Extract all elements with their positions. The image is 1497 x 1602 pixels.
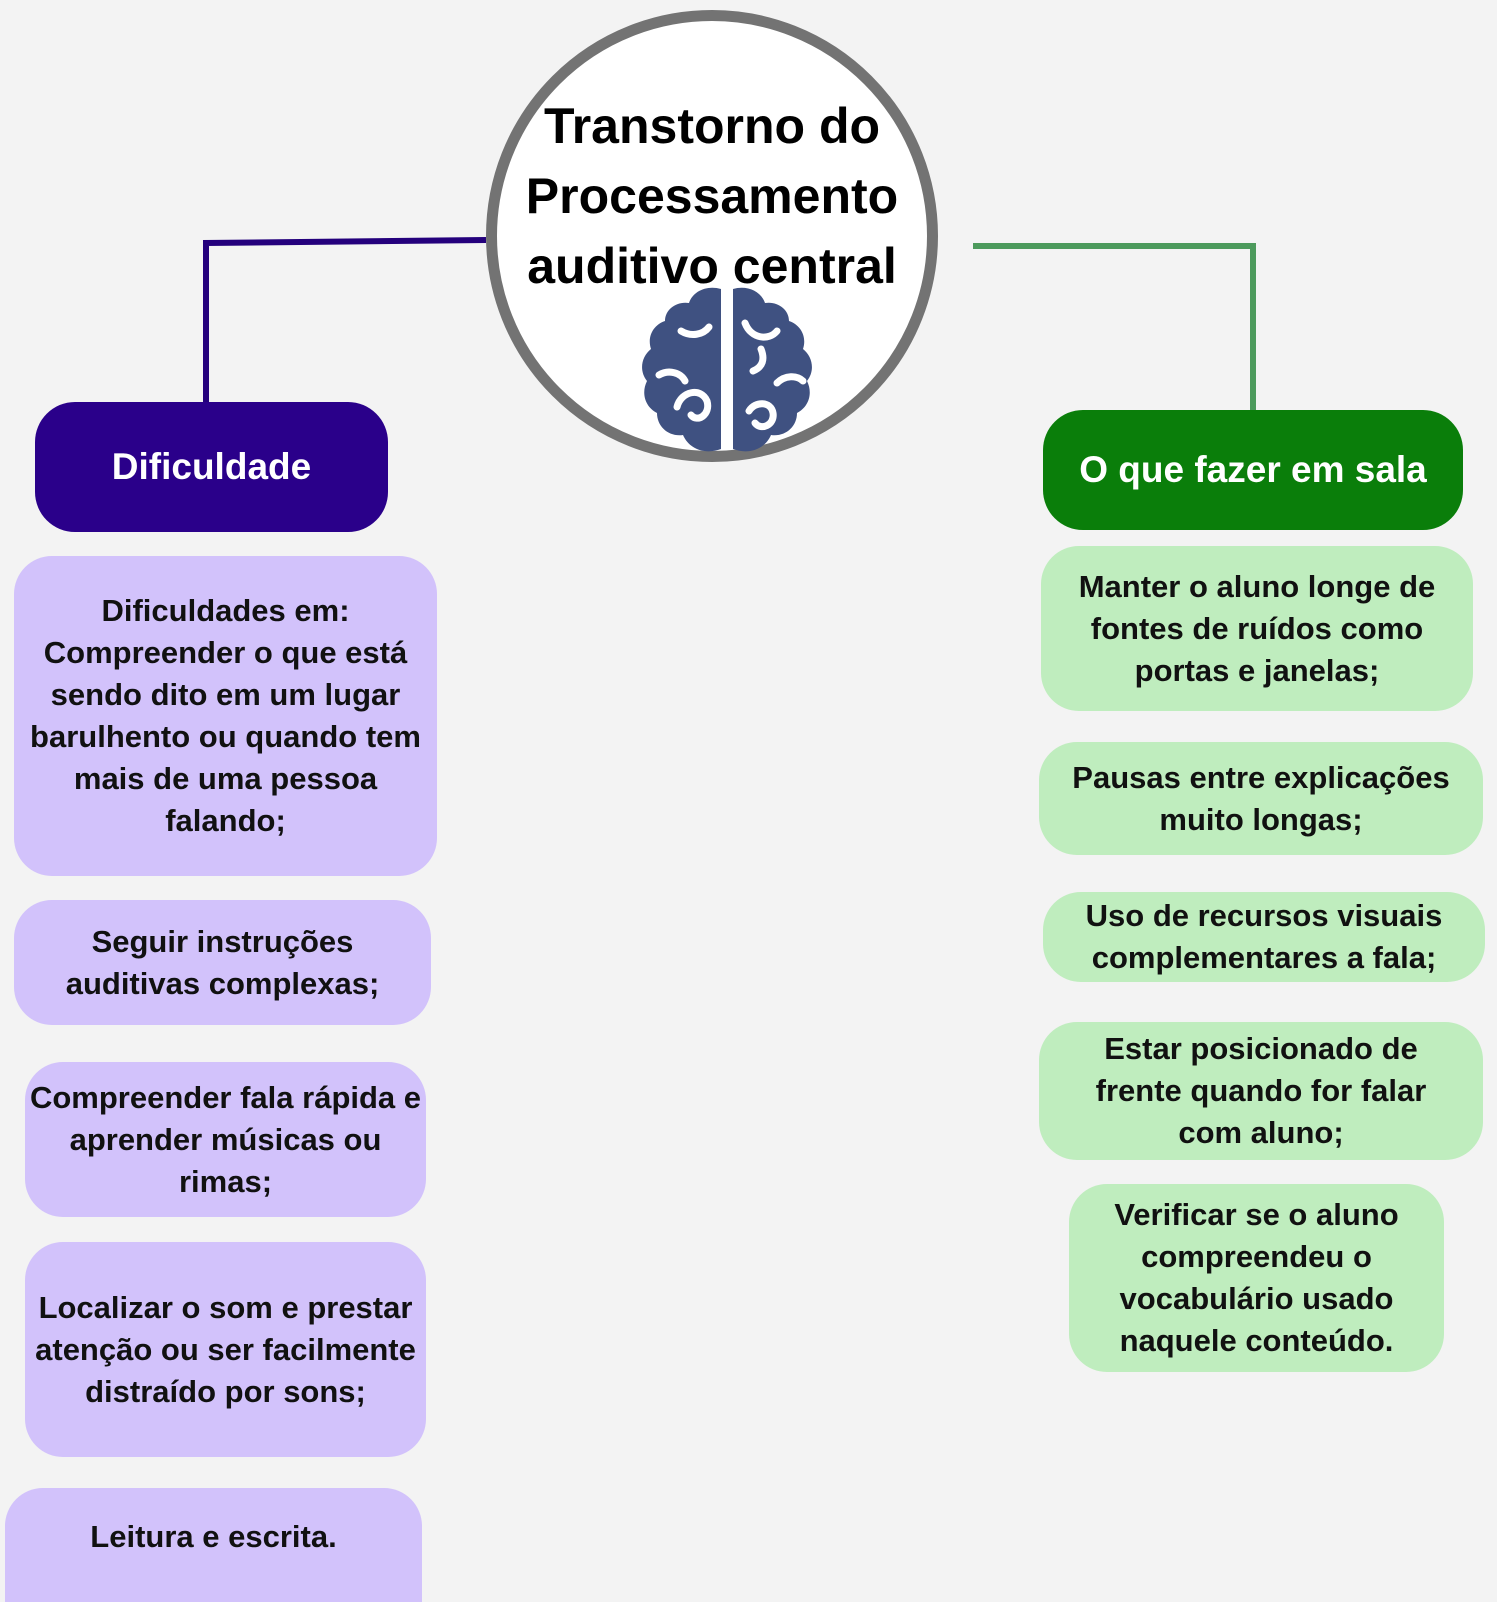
left-branch-header: Dificuldade [35,402,388,532]
right-item-3-text: Uso de recursos visuais complementares a… [1085,898,1443,975]
right-item-5-text: Verificar se o aluno compreendeu o vocab… [1114,1197,1399,1358]
connector-right [973,243,1256,410]
right-item-5: Verificar se o aluno compreendeu o vocab… [1069,1184,1444,1372]
brain-icon [642,287,812,452]
left-item-2-text: Seguir instruções auditivas complexas; [65,923,380,1001]
right-item-1: Manter o aluno longe de fontes de ruídos… [1041,546,1473,711]
right-branch-header: O que fazer em sala [1043,410,1463,530]
right-item-1-text: Manter o aluno longe de fontes de ruídos… [1078,568,1436,688]
right-item-3: Uso de recursos visuais complementares a… [1043,892,1485,982]
left-item-5-text: Leitura e escrita. [90,1519,337,1554]
right-item-4-text: Estar posicionado de frente quando for f… [1095,1031,1427,1150]
left-item-5: Leitura e escrita. [5,1488,422,1602]
right-item-2: Pausas entre explicações muito longas; [1039,742,1483,855]
left-item-3-text: Compreender fala rápida e aprender músic… [29,1079,422,1199]
left-item-4: Localizar o som e prestar atenção ou ser… [25,1242,426,1457]
left-item-3: Compreender fala rápida e aprender músic… [25,1062,426,1217]
right-item-2-text: Pausas entre explicações muito longas; [1072,759,1450,837]
right-item-4: Estar posicionado de frente quando for f… [1039,1022,1483,1160]
right-branch-header-label: O que fazer em sala [1079,449,1427,490]
connector-left [203,237,487,402]
left-item-2: Seguir instruções auditivas complexas; [14,900,431,1025]
left-item-1-text: Dificuldades em: Compreender o que está … [30,593,421,838]
central-topic-title: Transtorno do Processamento auditivo cen… [525,98,899,294]
left-branch-header-label: Dificuldade [111,446,312,487]
left-item-1: Dificuldades em: Compreender o que está … [14,556,437,876]
central-topic-node: Transtorno do Processamento auditivo cen… [486,10,938,462]
left-item-4-text: Localizar o som e prestar atenção ou ser… [35,1289,416,1409]
